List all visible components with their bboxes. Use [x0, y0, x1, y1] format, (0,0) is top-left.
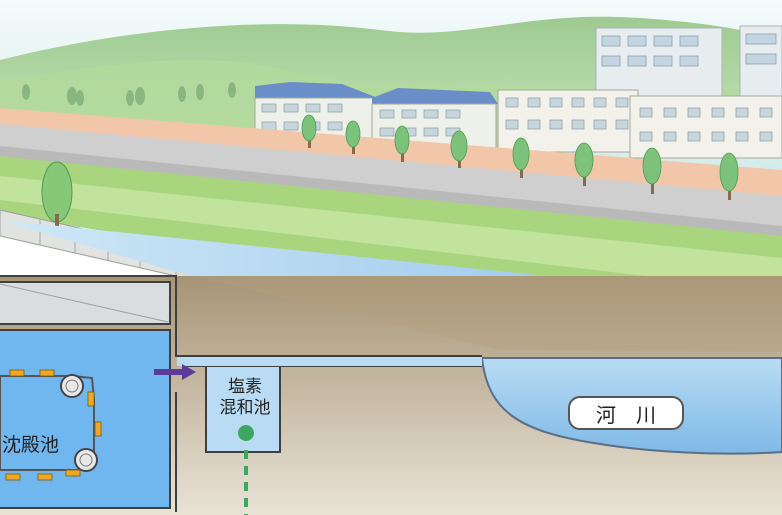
sedimentation-tank-label: 沈殿池 [2, 434, 60, 456]
sludge-collector [0, 369, 102, 481]
sedimentation-tank-water [0, 331, 169, 507]
apartments [254, 82, 782, 159]
far-trees [22, 82, 236, 106]
chlorine-label-line1: 塩素 [228, 377, 262, 397]
embankment-grass-light [0, 176, 782, 292]
outflow-channel-water [177, 357, 482, 366]
tall-building [595, 25, 782, 99]
chlorine-mixing-tank-label: 塩素 混和池 [206, 377, 284, 419]
street-trees [301, 114, 739, 200]
flow-arrow [154, 364, 196, 380]
tree-left [41, 161, 73, 223]
road-edge [0, 146, 782, 238]
chlorine-label-line2: 混和池 [219, 398, 271, 418]
road [0, 124, 782, 230]
chlorine-dosing-point [238, 425, 254, 441]
river-label: 河 川 [568, 396, 684, 430]
sidewalk [0, 108, 782, 200]
